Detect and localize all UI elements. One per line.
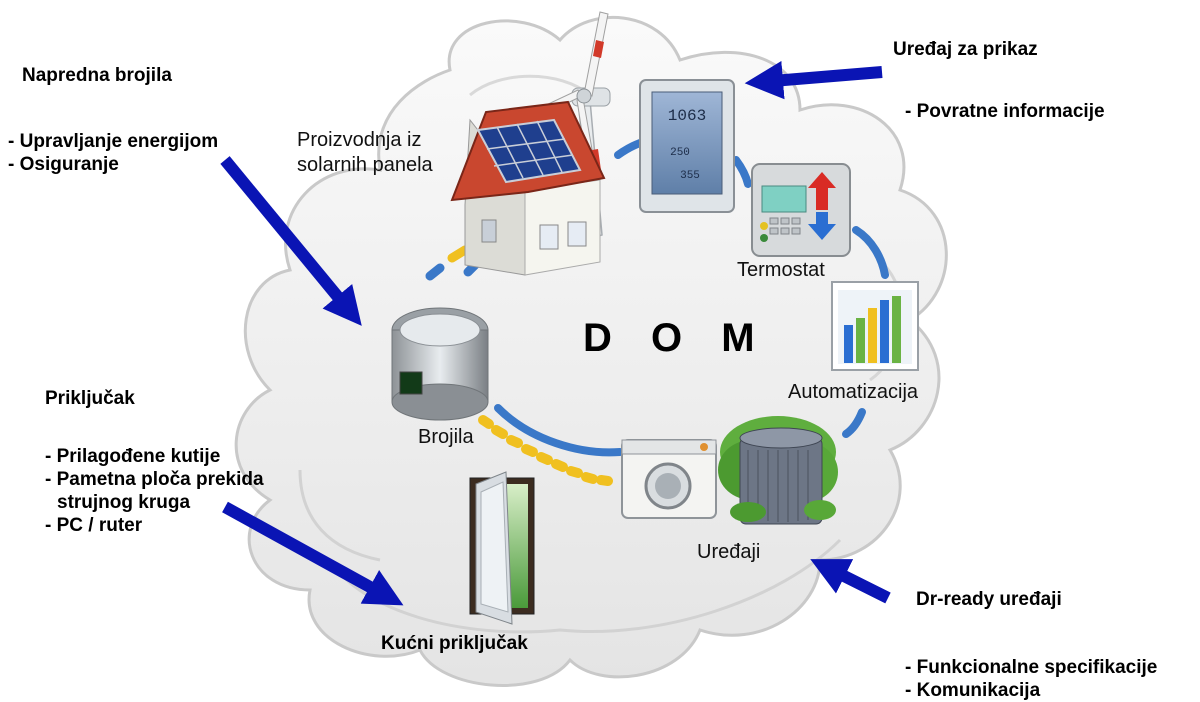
hvac-unit-icon xyxy=(718,416,838,525)
list-item: - Prilagođene kutije xyxy=(45,446,221,467)
list-item: - Pametna ploča prekida xyxy=(45,469,264,490)
link-display-thermostat xyxy=(732,156,752,188)
label-automation: Automatizacija xyxy=(788,381,919,403)
display-line-2: 250 xyxy=(670,147,690,159)
meter-icon xyxy=(391,307,489,421)
list-item: - Funkcionalne specifikacije xyxy=(905,657,1158,678)
washing-machine-icon xyxy=(621,439,717,519)
callout-smart-meters-list: - Upravljanje energijom - Osiguranje xyxy=(8,130,218,176)
arrow-display xyxy=(744,60,883,100)
label-meters: Brojila xyxy=(418,426,474,448)
list-item: - Upravljanje energijom xyxy=(8,131,219,152)
link-solar-display xyxy=(614,139,644,159)
door-icon xyxy=(469,471,535,625)
list-item: - Komunikacija xyxy=(905,680,1041,701)
display-line-1: 1063 xyxy=(668,107,706,125)
list-item: strujnog kruga xyxy=(57,492,191,513)
callout-dr-ready-list: - Funkcionalne specifikacije - Komunikac… xyxy=(905,656,1157,702)
arrow-smart-meters xyxy=(220,156,362,326)
callout-smart-meters-title: Napredna brojila xyxy=(22,65,172,86)
list-item: - Osiguranje xyxy=(8,154,119,175)
arrow-connection xyxy=(222,501,404,606)
callout-display-title: Uređaj za prikaz xyxy=(893,39,1038,60)
callout-connection-title: Priključak xyxy=(45,388,135,409)
display-line-3: 355 xyxy=(680,170,700,182)
bar-chart-icon xyxy=(831,281,919,371)
center-title: D O M xyxy=(583,316,769,360)
callout-connection-list: - Prilagođene kutije - Pametna ploča pre… xyxy=(45,445,264,537)
label-solar-line-2: solarnih panela xyxy=(297,154,433,176)
callout-display-list: - Povratne informacije xyxy=(905,100,1105,123)
link-meters-door xyxy=(478,415,613,486)
list-item: - Povratne informacije xyxy=(905,101,1105,122)
thermostat-icon xyxy=(751,163,851,257)
link-meters-appliances xyxy=(494,404,624,457)
list-item: - PC / ruter xyxy=(45,515,143,536)
label-house-connection: Kućni priključak xyxy=(381,633,528,654)
callout-dr-ready-title: Dr-ready uređaji xyxy=(916,589,1062,610)
label-appliances: Uređaji xyxy=(697,541,761,563)
link-automation-appliances xyxy=(842,408,866,438)
link-thermostat-automation xyxy=(852,226,889,279)
label-thermostat: Termostat xyxy=(737,259,825,281)
arrow-dr-ready xyxy=(810,559,891,604)
display-device-icon: 1063 250 355 xyxy=(639,79,735,213)
label-solar-line-1: Proizvodnja iz xyxy=(297,129,422,151)
house-icon xyxy=(450,100,606,276)
